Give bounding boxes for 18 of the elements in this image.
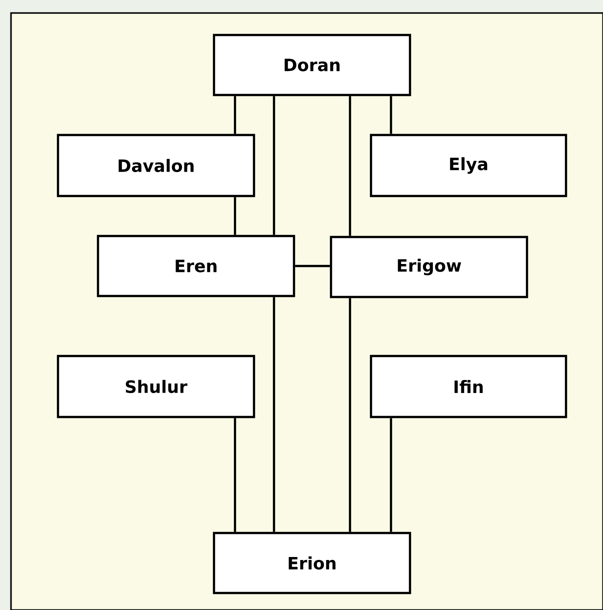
name-box: Erigow bbox=[330, 236, 528, 298]
name-box: Davalon bbox=[56, 134, 256, 198]
name-box: Elya bbox=[370, 134, 568, 198]
connector-line bbox=[348, 298, 352, 532]
connector-line bbox=[390, 96, 392, 134]
connector-line bbox=[234, 96, 236, 134]
name-box: Ifin bbox=[370, 354, 568, 418]
connector-line bbox=[295, 264, 330, 268]
name-box: Doran bbox=[212, 34, 412, 96]
name-box: Shulur bbox=[56, 354, 256, 418]
connector-line bbox=[390, 418, 392, 532]
connector-line bbox=[234, 197, 236, 235]
name-box: Erion bbox=[212, 532, 412, 594]
connector-line bbox=[234, 418, 236, 532]
connector-line bbox=[348, 96, 352, 236]
connector-line bbox=[272, 96, 276, 235]
name-box: Eren bbox=[96, 234, 296, 298]
connector-line bbox=[272, 297, 276, 532]
